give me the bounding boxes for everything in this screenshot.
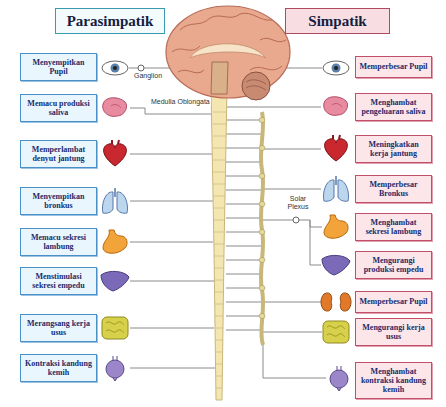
section-header: Parasimpatik <box>55 8 165 34</box>
box-text: Merangsang kerja usus <box>24 319 93 337</box>
effect-box: Menghambat sekresi lambung <box>355 213 432 241</box>
effect-box: Menyempitkan bronkus <box>20 187 97 215</box>
effect-box: Kontraksi kandung kemih <box>20 354 97 382</box>
part-label: Medulla Oblongata <box>150 98 211 106</box>
box-text: Memperbesar Pupil <box>359 297 427 306</box>
effect-box: Merangsang kerja usus <box>20 314 97 342</box>
box-text: Simpatik <box>308 13 366 30</box>
box-text: Memacu sekresi lambung <box>24 233 93 251</box>
effect-box: Memacu produksi saliva <box>20 94 97 122</box>
box-text: Memperlambat denyut jantung <box>24 145 93 163</box>
effect-box: Memperbesar Pupil <box>355 56 432 78</box>
box-text: Menyempitkan bronkus <box>24 192 93 210</box>
box-text: Memperbesar Pupil <box>359 62 427 71</box>
effect-box: Menghambat pengeluaran saliva <box>355 93 432 121</box>
box-text: Menstimulasi sekresi empedu <box>24 272 93 290</box>
box-text: Parasimpatik <box>67 13 154 30</box>
part-label: Solar Plexus <box>280 195 316 211</box>
box-text: Menghambat pengeluaran saliva <box>359 98 428 116</box>
box-text: Menghambat sekresi lambung <box>359 218 428 236</box>
effect-box: Memperbesar Pupil <box>355 291 432 313</box>
box-text: Menyempitkan Pupil <box>24 58 93 76</box>
part-label: Ganglion <box>133 72 163 80</box>
effect-box: Menyempitkan Pupil <box>20 53 97 81</box>
box-text: Mengurangi kerja usus <box>359 323 428 341</box>
effect-box: Mengurangi kerja usus <box>355 318 432 346</box>
box-text: Mengurangi produksi empedu <box>359 256 428 274</box>
box-text: Memacu produksi saliva <box>24 99 93 117</box>
section-header: Simpatik <box>285 8 390 34</box>
effect-box: Menghambat kontraksi kandung kemih <box>355 362 432 399</box>
effect-box: Memacu sekresi lambung <box>20 228 97 256</box>
box-text: Menghambat kontraksi kandung kemih <box>359 367 428 395</box>
effect-box: Memperbesar Bronkus <box>355 175 432 203</box>
effect-box: Memperlambat denyut jantung <box>20 140 97 168</box>
box-text: Memperbesar Bronkus <box>359 180 428 198</box>
effect-box: Menstimulasi sekresi empedu <box>20 267 97 295</box>
effect-box: Meningkatkan kerja jantung <box>355 135 432 163</box>
box-text: Meningkatkan kerja jantung <box>359 140 428 158</box>
box-text: Kontraksi kandung kemih <box>24 359 93 377</box>
effect-box: Mengurangi produksi empedu <box>355 251 432 279</box>
